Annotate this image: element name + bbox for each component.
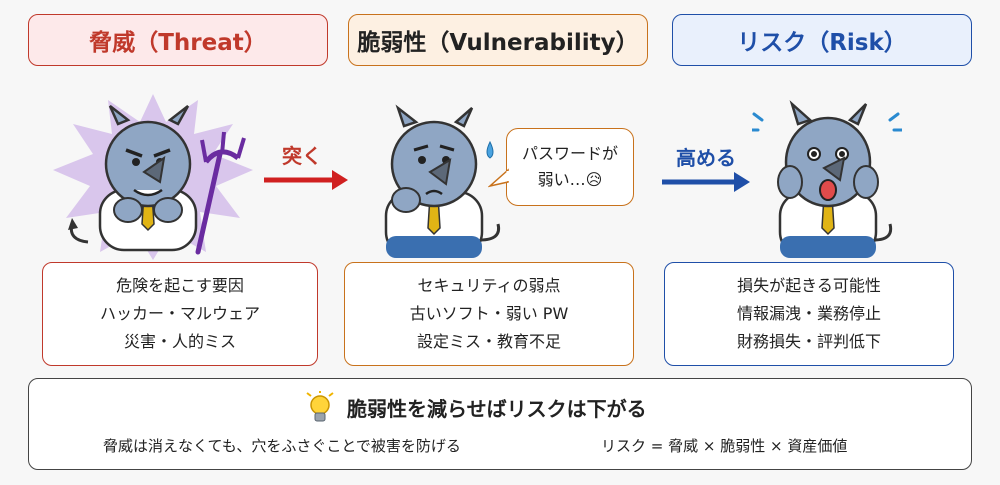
risk-line-2: 情報漏洩・業務停止 (736, 304, 881, 323)
vulnerability-header: 脆弱性（Vulnerability） (348, 14, 648, 66)
speech-bubble-text: パスワードが弱い…😥 (521, 144, 618, 189)
vulnerability-line-2: 古いソフト・弱い PW (409, 304, 569, 323)
risk-header: リスク（Risk） (672, 14, 972, 66)
threat-title: 脅威（Threat） (89, 30, 267, 56)
threat-header: 脅威（Threat） (28, 14, 328, 66)
exploit-arrow (264, 170, 348, 190)
risk-description-box: 損失が起きる可能性 情報漏洩・業務停止 財務損失・評判低下 (664, 262, 954, 366)
vulnerability-line-1: セキュリティの弱点 (417, 276, 561, 295)
threat-line-1: 危険を起こす要因 (116, 276, 244, 295)
risk-rhino-illustration (752, 100, 902, 258)
threat-rhino-illustration (53, 94, 253, 260)
threat-line-2: ハッカー・マルウェア (99, 304, 260, 323)
exploit-arrow-label: 突く (282, 144, 322, 168)
vulnerability-line-3: 設定ミス・教育不足 (416, 332, 561, 351)
vulnerability-title: 脆弱性（Vulnerability） (357, 30, 639, 56)
summary-box: 脆弱性を減らせばリスクは下がる 脅威は消えなくても、穴をふさぐことで被害を防げる… (28, 378, 972, 470)
summary-headline: 脆弱性を減らせばリスクは下がる (347, 397, 647, 421)
threat-line-3: 災害・人的ミス (123, 332, 236, 351)
vulnerability-rhino-illustration (384, 104, 501, 258)
risk-line-1: 損失が起きる可能性 (737, 276, 881, 295)
risk-title: リスク（Risk） (737, 30, 907, 56)
speech-bubble-tail (488, 168, 510, 188)
devil-trident-icon (195, 131, 246, 255)
sweat-drop-icon (486, 140, 494, 159)
raise-arrow-label: 高める (676, 146, 736, 170)
risk-formula: リスク = 脅威 × 脆弱性 × 資産価値 (601, 437, 848, 455)
speech-bubble: パスワードが弱い…😥 (506, 128, 634, 206)
raise-arrow (662, 172, 750, 192)
summary-note: 脅威は消えなくても、穴をふさぐことで被害を防げる (103, 437, 461, 455)
vulnerability-description-box: セキュリティの弱点 古いソフト・弱い PW 設定ミス・教育不足 (344, 262, 634, 366)
lightbulb-icon (306, 391, 334, 422)
risk-line-3: 財務損失・評判低下 (736, 332, 881, 351)
threat-description-box: 危険を起こす要因 ハッカー・マルウェア 災害・人的ミス (42, 262, 318, 366)
